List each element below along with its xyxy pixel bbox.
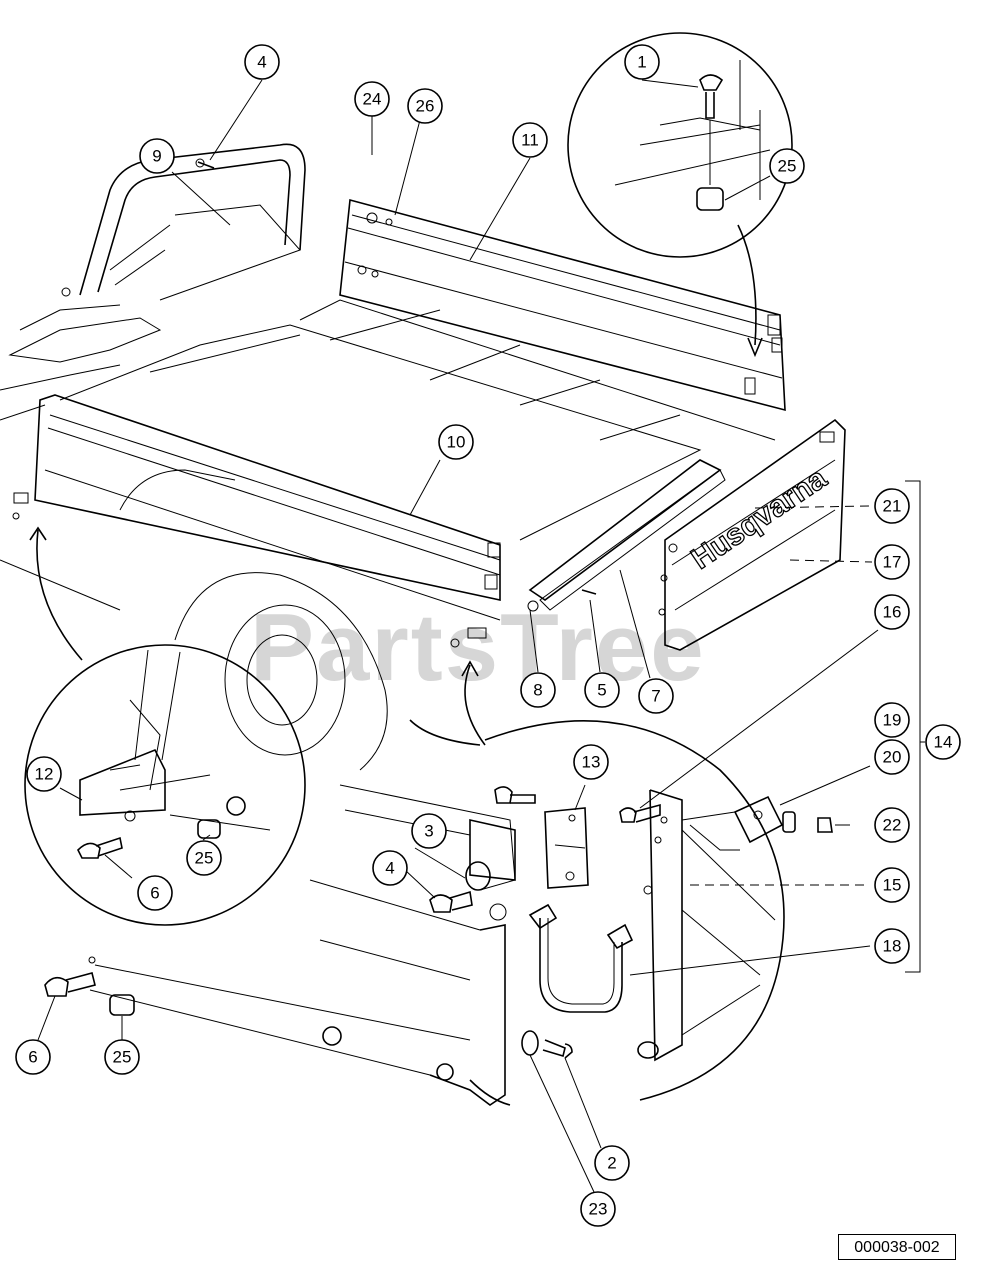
svg-text:13: 13	[582, 753, 601, 772]
detail-view-top	[567, 32, 793, 358]
svg-text:25: 25	[778, 157, 797, 176]
callout-25-top: 25	[769, 148, 805, 184]
svg-text:4: 4	[385, 859, 394, 878]
svg-text:5: 5	[597, 681, 606, 700]
callout-22: 22	[874, 807, 910, 843]
callout-4-bottom: 4	[372, 850, 408, 886]
svg-text:26: 26	[416, 97, 435, 116]
callout-21: 21	[874, 488, 910, 524]
svg-text:24: 24	[363, 90, 382, 109]
svg-text:2: 2	[607, 1154, 616, 1173]
callout-26: 26	[407, 88, 443, 124]
svg-text:15: 15	[883, 876, 902, 895]
svg-text:14: 14	[934, 733, 953, 752]
svg-text:9: 9	[152, 147, 161, 166]
leader-lines	[37, 79, 925, 1193]
callout-19: 19	[874, 702, 910, 738]
watermark: PartsTree	[250, 594, 706, 701]
svg-text:18: 18	[883, 937, 902, 956]
callout-3: 3	[411, 813, 447, 849]
callout-5: 5	[584, 672, 620, 708]
callout-16: 16	[874, 594, 910, 630]
svg-text:12: 12	[35, 765, 54, 784]
detail-view-left	[24, 526, 306, 926]
callout-14: 14	[925, 724, 961, 760]
callout-10: 10	[438, 424, 474, 460]
callout-15: 15	[874, 867, 910, 903]
svg-text:23: 23	[589, 1200, 608, 1219]
callout-23: 23	[580, 1191, 616, 1227]
svg-text:3: 3	[424, 822, 433, 841]
diagram-code-label: 000038-002	[838, 1234, 956, 1260]
callout-8: 8	[520, 672, 556, 708]
callout-11: 11	[512, 122, 548, 158]
callout-7: 7	[638, 678, 674, 714]
svg-text:25: 25	[113, 1048, 132, 1067]
callout-6-bottom: 6	[15, 1039, 51, 1075]
svg-text:1: 1	[637, 53, 646, 72]
svg-text:4: 4	[257, 53, 266, 72]
callout-2: 2	[594, 1145, 630, 1181]
svg-text:25: 25	[195, 849, 214, 868]
callout-24: 24	[354, 81, 390, 117]
svg-text:17: 17	[883, 553, 902, 572]
svg-text:21: 21	[883, 497, 902, 516]
svg-text:16: 16	[883, 603, 902, 622]
svg-text:6: 6	[28, 1048, 37, 1067]
callout-9: 9	[139, 138, 175, 174]
svg-text:11: 11	[521, 131, 539, 150]
svg-text:19: 19	[883, 711, 902, 730]
callout-20: 20	[874, 739, 910, 775]
loose-hardware	[44, 956, 135, 1016]
detail-view-bottom	[89, 660, 833, 1106]
callout-4: 4	[244, 44, 280, 80]
callout-12: 12	[26, 756, 62, 792]
callout-17: 17	[874, 544, 910, 580]
callout-18: 18	[874, 928, 910, 964]
svg-text:7: 7	[651, 687, 660, 706]
svg-text:10: 10	[447, 433, 466, 452]
callout-13: 13	[573, 744, 609, 780]
svg-text:20: 20	[883, 748, 902, 767]
svg-text:6: 6	[150, 884, 159, 903]
callout-25-bottom: 25	[104, 1039, 140, 1075]
callout-25-left: 25	[186, 840, 222, 876]
svg-text:22: 22	[883, 816, 902, 835]
svg-text:8: 8	[533, 681, 542, 700]
callout-1: 1	[624, 44, 660, 80]
callout-6-left: 6	[137, 875, 173, 911]
